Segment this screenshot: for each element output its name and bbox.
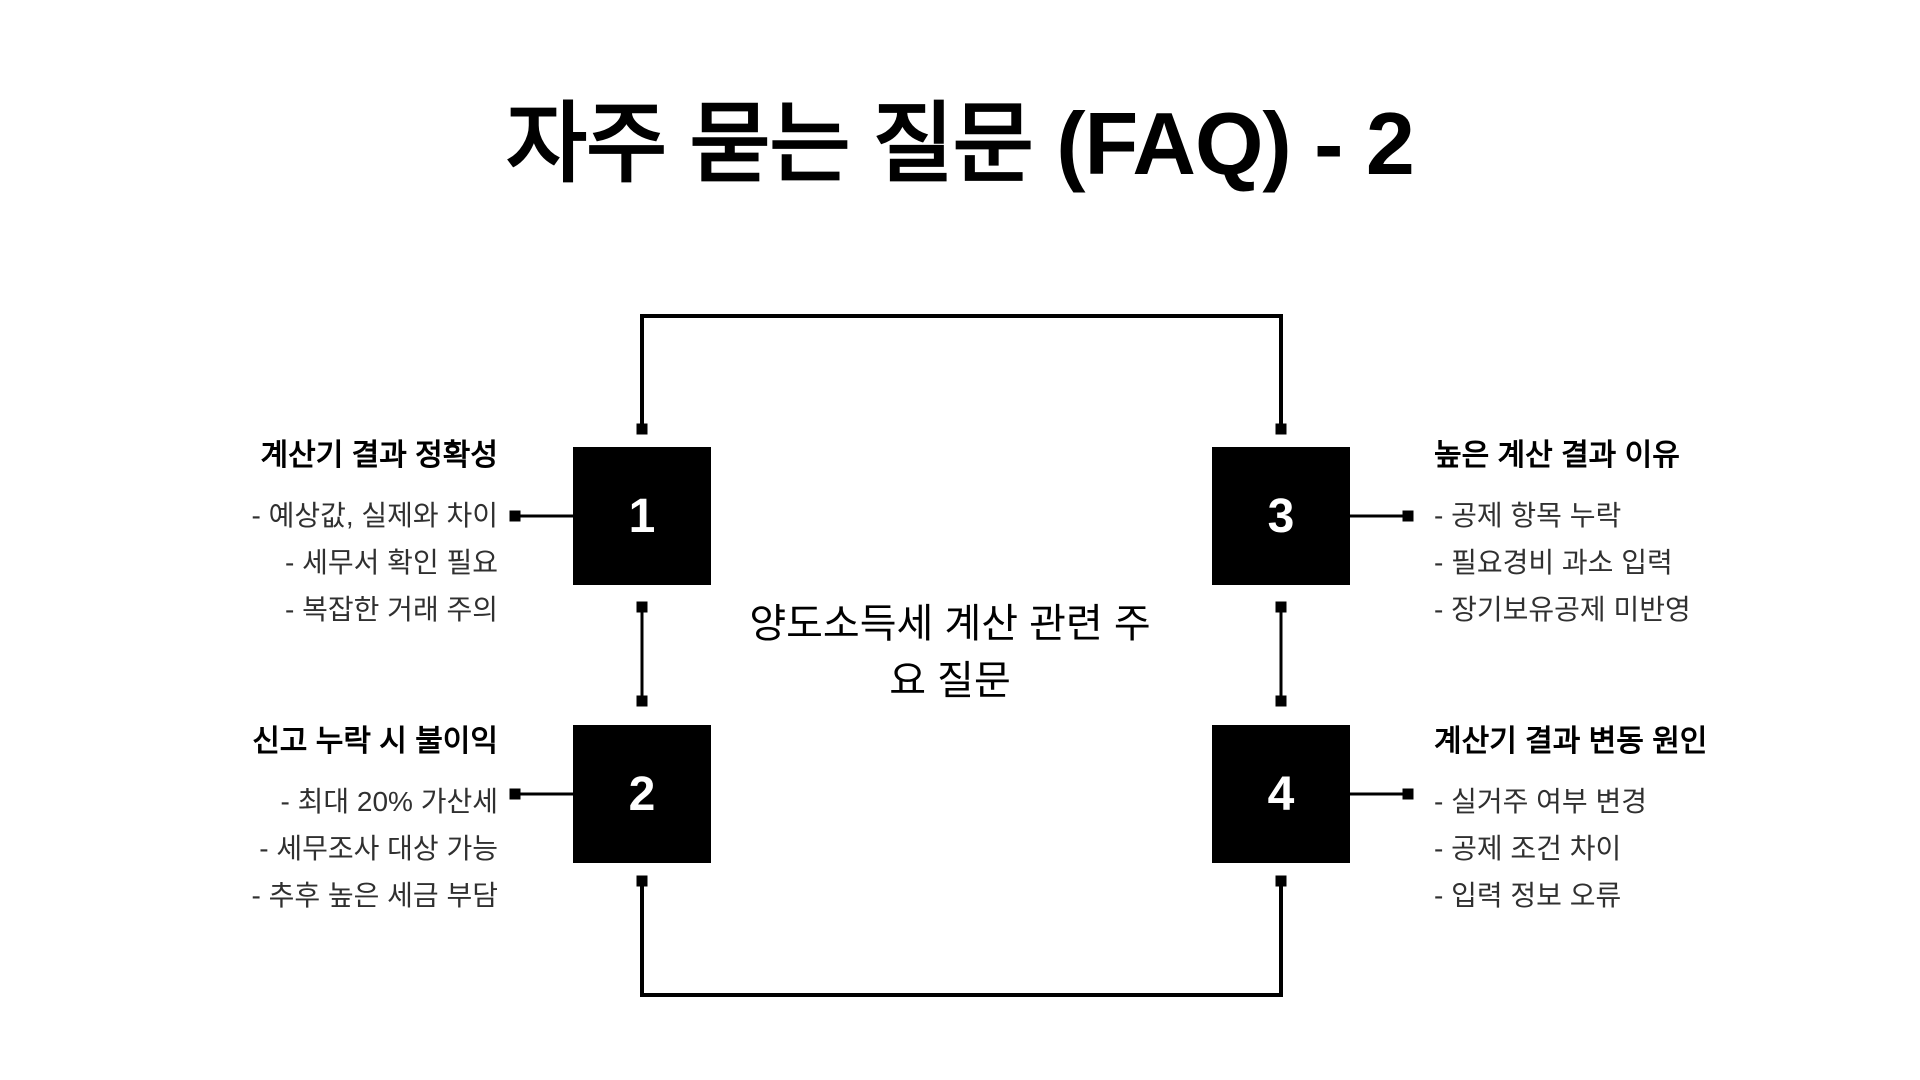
bracket-line bbox=[640, 881, 1283, 997]
faq-item-2-heading: 신고 누락 시 불이익 bbox=[252, 725, 498, 758]
faq-item-1-heading: 계산기 결과 정확성 bbox=[260, 439, 498, 472]
connector-box4-text bbox=[1349, 788, 1414, 800]
connector-box3-text bbox=[1349, 510, 1414, 522]
connector-bottom-bracket bbox=[636, 875, 1287, 997]
faq-item-1-bullet: - 예상값, 실제와 차이 bbox=[251, 500, 498, 531]
faq-item-4-bullet: - 실거주 여부 변경 bbox=[1434, 786, 1647, 817]
faq-item-3-bullet: - 공제 항목 누락 bbox=[1434, 500, 1622, 531]
arrow-square bbox=[636, 601, 648, 613]
faq-item-1-bullet: - 세무서 확인 필요 bbox=[285, 547, 498, 578]
number-box-4: 4 bbox=[1212, 725, 1350, 863]
connector-box2-text bbox=[509, 788, 573, 800]
faq-item-4-text: 계산기 결과 변동 원인 - 실거주 여부 변경 - 공제 조건 차이 - 입력… bbox=[1434, 724, 1707, 919]
arrow-square bbox=[509, 510, 521, 522]
number-box-3-label: 3 bbox=[1267, 489, 1295, 543]
number-box-1-label: 1 bbox=[628, 489, 656, 543]
faq-item-3-text: 높은 계산 결과 이유 - 공제 항목 누락 - 필요경비 과소 입력 - 장기… bbox=[1434, 438, 1691, 633]
center-label-line2: 요 질문 bbox=[889, 659, 1011, 703]
number-box-2-label: 2 bbox=[628, 767, 656, 821]
faq-item-4-heading: 계산기 결과 변동 원인 bbox=[1434, 725, 1708, 758]
number-box-2: 2 bbox=[573, 725, 711, 863]
faq-item-3-heading: 높은 계산 결과 이유 bbox=[1434, 439, 1680, 472]
connector-box3-box4 bbox=[1275, 601, 1287, 707]
faq-item-3-bullet: - 필요경비 과소 입력 bbox=[1434, 547, 1673, 578]
center-label: 양도소득세 계산 관련 주 요 질문 bbox=[730, 596, 1170, 710]
faq-item-4-bullet: - 공제 조건 차이 bbox=[1434, 833, 1622, 864]
faq-item-2-bullet: - 최대 20% 가산세 bbox=[280, 786, 498, 817]
faq-item-1-bullet: - 복잡한 거래 주의 bbox=[285, 594, 498, 625]
connector-top-bracket bbox=[636, 314, 1287, 435]
page-title: 자주 묻는 질문 (FAQ) - 2 bbox=[506, 94, 1415, 193]
faq-item-2-bullet: - 세무조사 대상 가능 bbox=[259, 833, 498, 864]
arrow-square bbox=[509, 788, 521, 800]
connector-box1-box2 bbox=[636, 601, 648, 707]
arrow-square bbox=[1402, 788, 1414, 800]
faq-item-4-bullet: - 입력 정보 오류 bbox=[1434, 880, 1622, 911]
faq-item-3-bullet: - 장기보유공제 미반영 bbox=[1434, 594, 1691, 625]
arrow-square bbox=[1402, 510, 1414, 522]
arrow-square bbox=[1275, 875, 1287, 887]
number-box-1: 1 bbox=[573, 447, 711, 585]
arrow-square bbox=[636, 423, 648, 435]
number-box-3: 3 bbox=[1212, 447, 1350, 585]
arrow-square bbox=[1275, 695, 1287, 707]
connector-box1-text bbox=[509, 510, 573, 522]
faq-item-2-bullet: - 추후 높은 세금 부담 bbox=[251, 880, 498, 911]
center-label-line1: 양도소득세 계산 관련 주 bbox=[749, 602, 1151, 646]
number-box-4-label: 4 bbox=[1267, 767, 1295, 821]
faq-item-2-text: 신고 누락 시 불이익 - 최대 20% 가산세 - 세무조사 대상 가능 - … bbox=[251, 724, 498, 919]
faq-item-1-text: 계산기 결과 정확성 - 예상값, 실제와 차이 - 세무서 확인 필요 - 복… bbox=[251, 438, 498, 633]
arrow-square bbox=[1275, 423, 1287, 435]
bracket-line bbox=[640, 314, 1283, 429]
arrow-square bbox=[636, 695, 648, 707]
arrow-square bbox=[1275, 601, 1287, 613]
arrow-square bbox=[636, 875, 648, 887]
